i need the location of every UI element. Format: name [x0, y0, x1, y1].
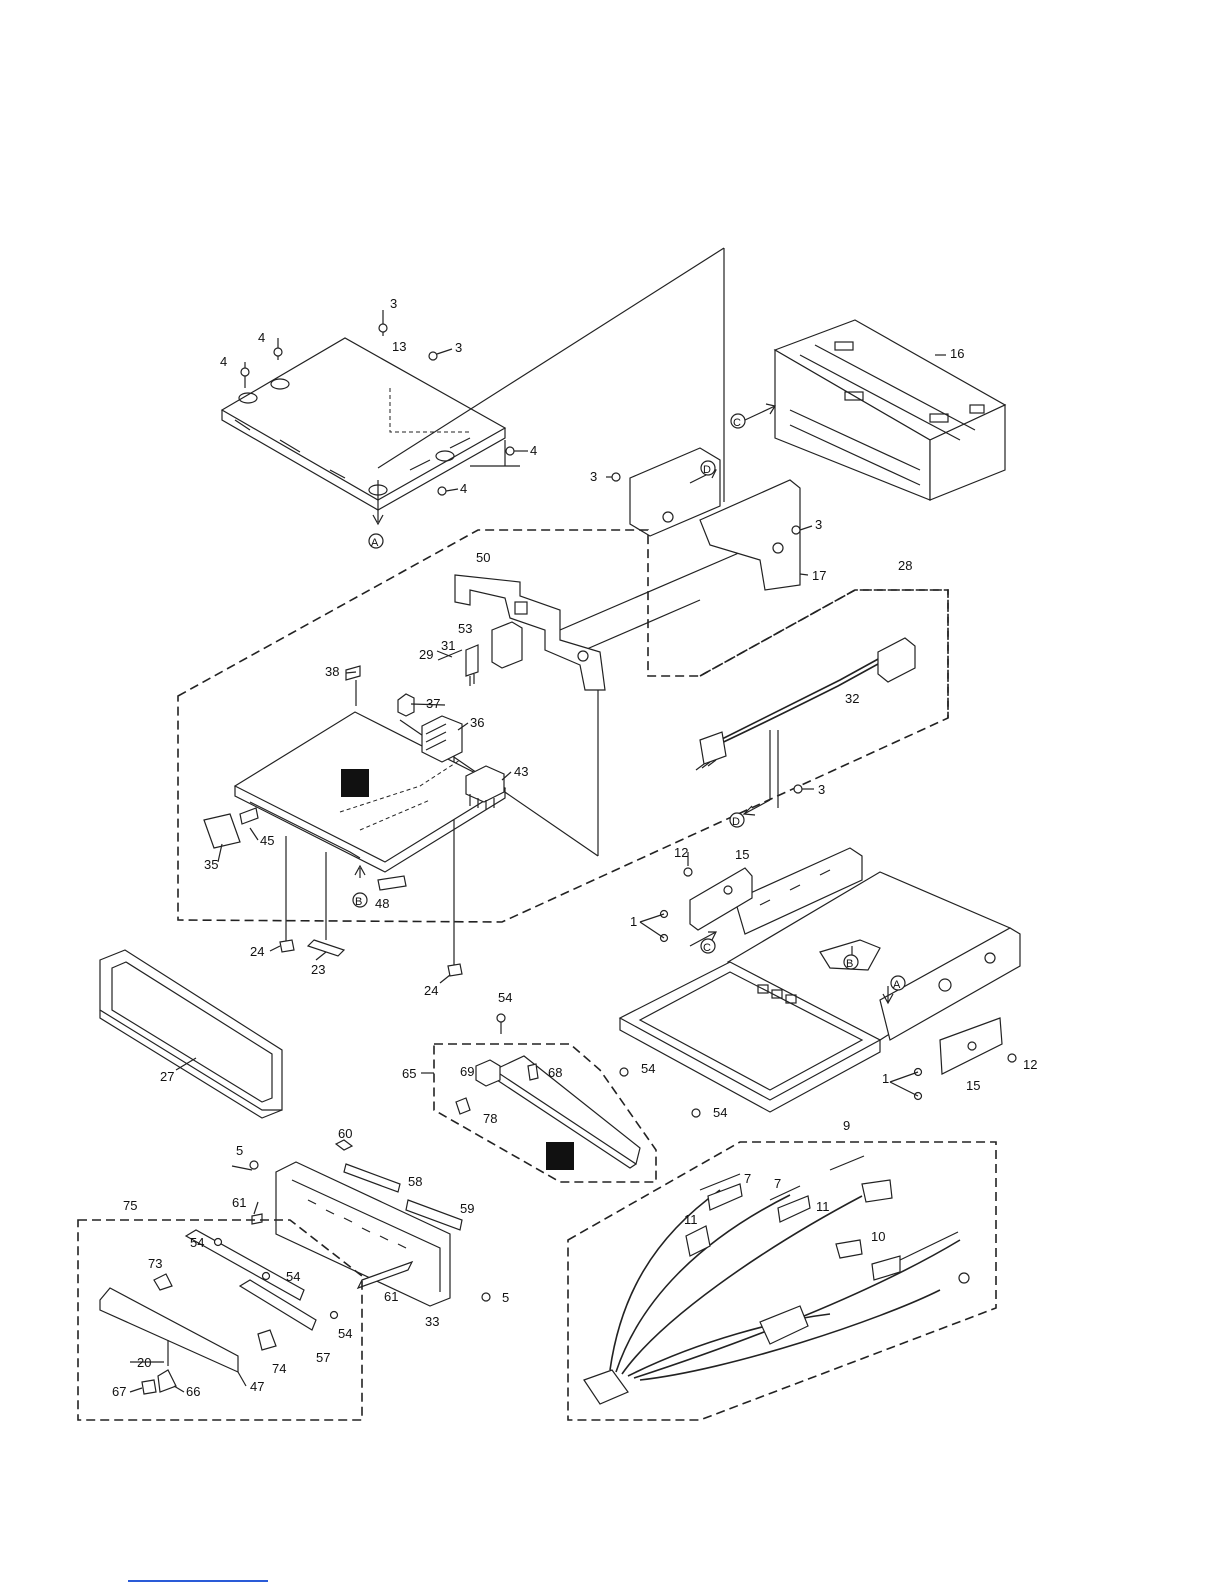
label-67: 67	[112, 1384, 126, 1399]
label-65: 65	[402, 1066, 416, 1081]
ref-marker-c: C	[733, 417, 741, 429]
label-43: 43	[514, 764, 528, 779]
label-3: 3	[818, 782, 825, 797]
label-5: 5	[236, 1143, 243, 1158]
label-31: 31	[441, 638, 455, 653]
label-35: 35	[204, 857, 218, 872]
label-11: 11	[684, 1212, 698, 1227]
side-bracket-right	[890, 1018, 1016, 1100]
label-11: 11	[816, 1199, 830, 1214]
label-12: 12	[674, 845, 688, 860]
label-50: 50	[476, 550, 490, 565]
label-36: 36	[470, 715, 484, 730]
connector-cable	[696, 638, 915, 770]
label-59: 59	[460, 1201, 474, 1216]
label-48: 48	[375, 896, 389, 911]
label-47: 47	[250, 1379, 264, 1394]
label-54: 54	[338, 1326, 352, 1341]
label-45: 45	[260, 833, 274, 848]
label-3: 3	[815, 517, 822, 532]
label-7: 7	[744, 1171, 751, 1186]
label-38: 38	[325, 664, 339, 679]
label-16: 16	[950, 346, 964, 361]
label-13: 13	[392, 339, 406, 354]
label-74: 74	[272, 1361, 286, 1376]
label-27: 27	[160, 1069, 174, 1084]
label-73: 73	[148, 1256, 162, 1271]
footer-link-underline	[128, 1580, 268, 1582]
label-15: 15	[735, 847, 749, 862]
label-60: 60	[338, 1126, 352, 1141]
ref-marker-d: D	[703, 464, 711, 476]
label-4: 4	[258, 330, 265, 345]
label-15: 15	[966, 1078, 980, 1093]
label-10: 10	[871, 1229, 885, 1244]
label-24: 24	[250, 944, 264, 959]
ref-marker-c: C	[703, 942, 711, 954]
small-pads	[280, 940, 462, 976]
label-61: 61	[384, 1289, 398, 1304]
knob-assembly	[100, 1230, 338, 1394]
label-12: 12	[1023, 1057, 1037, 1072]
label-7: 7	[774, 1176, 781, 1191]
screw-d	[744, 785, 814, 815]
label-1: 1	[882, 1071, 889, 1086]
label-4: 4	[530, 443, 537, 458]
label-4: 4	[460, 481, 467, 496]
label-37: 37	[426, 696, 440, 711]
label-9: 9	[843, 1118, 850, 1133]
label-4: 4	[220, 354, 227, 369]
label-17: 17	[812, 568, 826, 583]
main-pcb	[235, 712, 505, 872]
label-78: 78	[483, 1111, 497, 1126]
harness-kit-boundary	[568, 1142, 996, 1420]
label-58: 58	[408, 1174, 422, 1189]
label-29: 29	[419, 647, 433, 662]
label-68: 68	[548, 1065, 562, 1080]
front-frame	[100, 950, 282, 1118]
label-54: 54	[498, 990, 512, 1005]
label-69: 69	[460, 1064, 474, 1079]
label-32: 32	[845, 691, 859, 706]
label-61: 61	[232, 1195, 246, 1210]
label-3: 3	[455, 340, 462, 355]
label-53: 53	[458, 621, 472, 636]
ref-marker-d: D	[732, 816, 740, 828]
ref-marker-a: A	[893, 979, 901, 991]
label-54: 54	[190, 1235, 204, 1250]
side-bracket-left	[640, 852, 752, 946]
label-54: 54	[286, 1269, 300, 1284]
main-chassis	[620, 848, 1020, 1112]
label-75: 75	[123, 1198, 137, 1213]
outer-case	[745, 320, 1005, 500]
label-54: 54	[641, 1061, 655, 1076]
label-66: 66	[186, 1384, 200, 1399]
ref-marker-b: B	[846, 958, 853, 970]
power-harness	[584, 1156, 969, 1404]
label-1: 1	[630, 914, 637, 929]
label-5: 5	[502, 1290, 509, 1305]
label-28: 28	[898, 558, 912, 573]
label-54: 54	[713, 1105, 727, 1120]
label-24: 24	[424, 983, 438, 998]
label-33: 33	[425, 1314, 439, 1329]
label-3: 3	[390, 296, 397, 311]
label-57: 57	[316, 1350, 330, 1365]
label-23: 23	[311, 962, 325, 977]
ref-marker-a: A	[371, 537, 379, 549]
ref-marker-b: B	[355, 896, 362, 908]
label-3: 3	[590, 469, 597, 484]
